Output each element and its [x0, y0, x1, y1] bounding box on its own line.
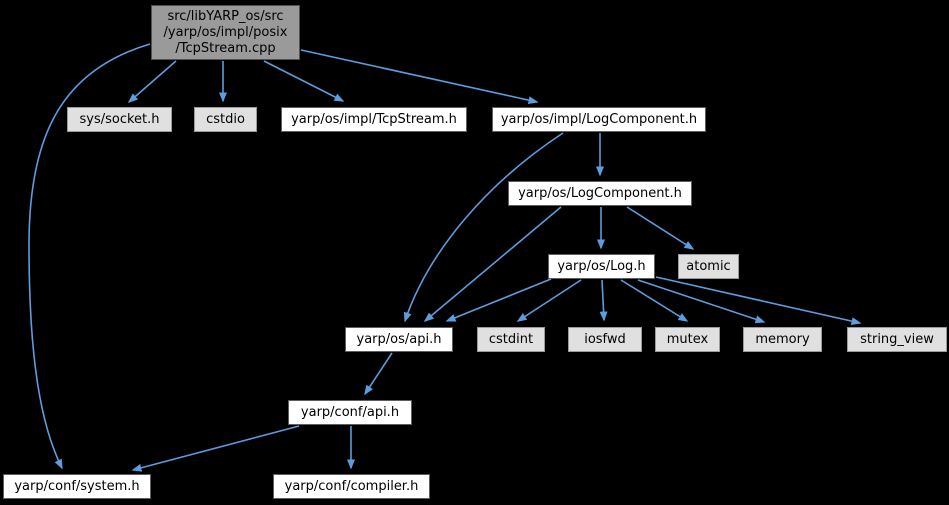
edge-yarp-os-log-h-to-iosfwd [599, 279, 608, 322]
node-yarp-conf-compiler-h[interactable]: yarp/conf/compiler.h [273, 474, 430, 499]
node-tcpstream-cpp: src/libYARP_os/src /yarp/os/impl/posix /… [151, 5, 300, 60]
edge-yarp-os-log-h-to-memory [637, 279, 766, 324]
node-string-view: string_view [847, 327, 947, 352]
node-cstdio: cstdio [194, 107, 257, 132]
node-yarp-os-impl-logcomponent-h[interactable]: yarp/os/impl/LogComponent.h [492, 107, 706, 132]
edge-yarp-os-impl-logcomponent-h-to-yarp-os-api-h [403, 132, 564, 323]
node-yarp-conf-system-h[interactable]: yarp/conf/system.h [3, 474, 151, 499]
node-atomic: atomic [678, 254, 739, 279]
node-cstdint: cstdint [477, 327, 545, 352]
edge-yarp-os-log-h-to-cstdint [516, 279, 582, 322]
edge-yarp-os-logcomponent-h-to-yarp-os-api-h [423, 206, 562, 322]
node-sys-socket-h: sys/socket.h [67, 107, 172, 132]
edge-yarp-conf-api-h-to-yarp-conf-system-h [131, 425, 300, 472]
edge-yarp-os-api-h-to-yarp-conf-api-h [364, 352, 393, 396]
node-yarp-conf-api-h[interactable]: yarp/conf/api.h [288, 400, 412, 425]
node-memory: memory [743, 327, 822, 352]
edge-tcpstream-cpp-to-sys-socket-h [127, 60, 177, 103]
node-yarp-os-api-h[interactable]: yarp/os/api.h [345, 327, 453, 352]
node-mutex: mutex [655, 327, 720, 352]
node-yarp-os-logcomponent-h[interactable]: yarp/os/LogComponent.h [508, 181, 692, 206]
node-iosfwd: iosfwd [568, 327, 642, 352]
edge-yarp-os-log-h-to-yarp-os-api-h [445, 278, 552, 322]
edge-yarp-os-logcomponent-h-to-atomic [626, 206, 695, 250]
edge-yarp-os-log-h-to-string-view [655, 276, 862, 326]
edge-yarp-os-log-h-to-mutex [620, 279, 689, 322]
node-yarp-os-impl-tcpstream-h[interactable]: yarp/os/impl/TcpStream.h [281, 107, 467, 132]
edge-tcpstream-cpp-to-yarp-os-impl-tcpstream-h [263, 60, 345, 102]
node-yarp-os-log-h[interactable]: yarp/os/Log.h [548, 254, 655, 279]
edge-tcpstream-cpp-to-yarp-conf-system-h [28, 43, 151, 470]
edge-tcpstream-cpp-to-yarp-os-impl-logcomponent-h [300, 49, 539, 105]
